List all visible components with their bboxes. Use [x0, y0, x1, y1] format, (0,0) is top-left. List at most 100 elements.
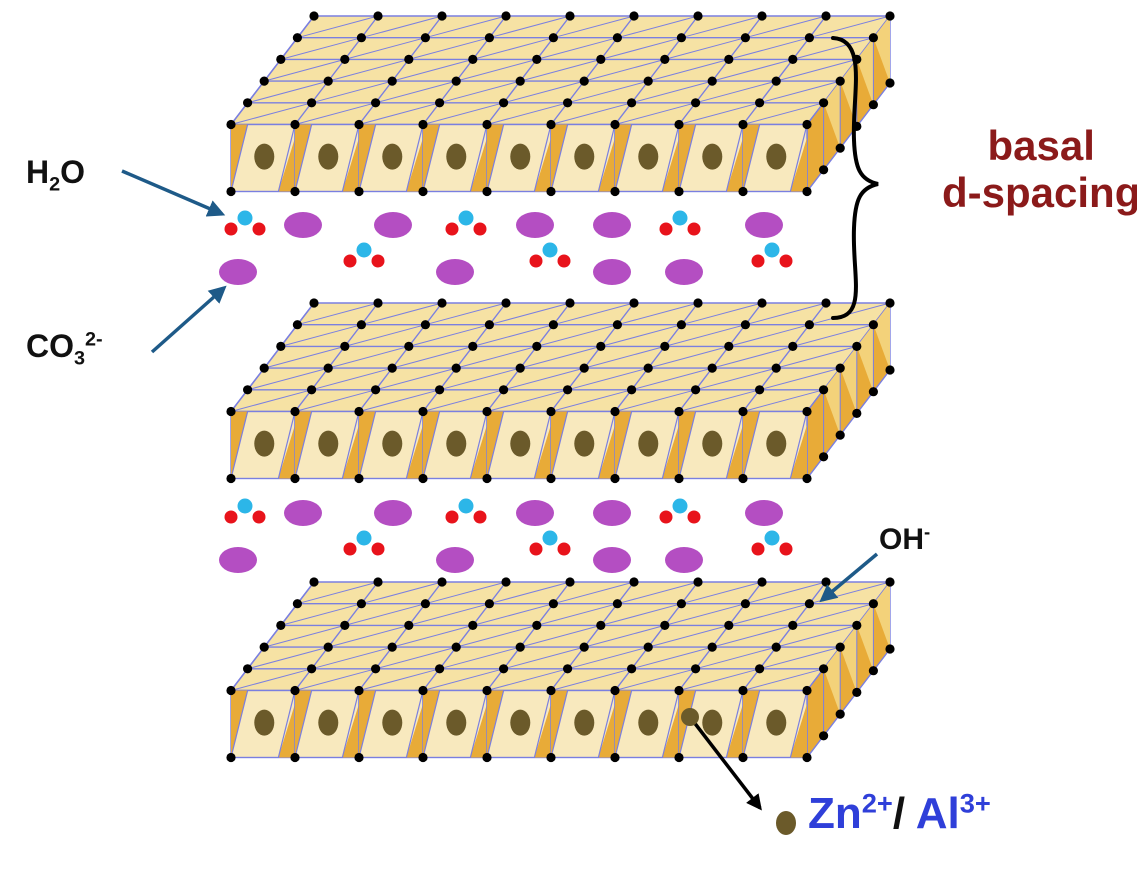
hydroxide-vertex	[563, 664, 573, 674]
layer-grid-diagonal	[664, 37, 746, 60]
octahedron-edge	[597, 124, 616, 192]
octahedron-shade	[470, 424, 487, 479]
layer-grid-diagonal	[809, 15, 891, 39]
water-oxygen-atom	[237, 498, 253, 514]
hydroxide-vertex	[292, 599, 302, 609]
layer-grid-diagonal	[297, 302, 379, 326]
carbonate-ion-icon	[219, 547, 257, 573]
water-hydrogen-atom	[445, 222, 459, 236]
hydroxide-vertex	[885, 365, 895, 375]
octahedron-edge	[742, 124, 761, 192]
layer-side-facet	[856, 324, 874, 392]
octahedron-edge	[277, 411, 296, 479]
hydroxide-vertex	[243, 98, 253, 108]
octahedron-shade	[342, 137, 359, 192]
layer-side-facet	[873, 582, 890, 649]
layer-grid-diagonal	[553, 581, 635, 605]
water-hydrogen-atom	[343, 542, 357, 556]
hydroxide-label: OH-	[879, 521, 931, 556]
hydroxide-vertex	[868, 666, 879, 676]
hydroxide-vertex	[757, 577, 767, 587]
hydroxide-vertex	[484, 320, 494, 330]
layer-grid-diagonal	[264, 58, 345, 82]
octahedron-edge	[341, 124, 360, 192]
hydroxide-vertex	[660, 620, 670, 631]
layer-grid-diagonal	[520, 58, 601, 82]
layer-grid-diagonal	[294, 668, 376, 691]
curly-brace-icon	[831, 36, 879, 320]
metal-cation-icon	[702, 143, 723, 170]
octahedron-edge	[294, 124, 313, 192]
metal-cation-icon	[382, 709, 403, 736]
hydroxide-vertex	[501, 577, 511, 587]
hydroxide-vertex	[674, 752, 684, 763]
octahedron-shade	[342, 703, 359, 758]
carbonate-ion-icon	[593, 212, 631, 238]
hydroxide-vertex	[371, 385, 381, 395]
hydroxide-vertex	[290, 186, 300, 197]
hydroxide-vertex	[738, 685, 748, 696]
hydroxide-vertex	[771, 363, 781, 373]
hydroxide-vertex	[676, 33, 687, 43]
hydroxide-vertex	[420, 33, 430, 43]
layer-grid-diagonal	[776, 624, 857, 648]
water-hydrogen-atom	[779, 254, 793, 268]
octahedron-shade	[534, 424, 551, 479]
octahedron-edge	[661, 411, 680, 479]
hydroxide-vertex	[307, 98, 317, 108]
layer-grid-diagonal	[600, 603, 682, 626]
layer-grid-diagonal	[648, 58, 729, 82]
hydroxide-vertex	[691, 385, 701, 395]
hydroxide-vertex	[740, 599, 751, 609]
hydroxide-vertex	[482, 186, 492, 197]
hydroxide-vertex	[755, 664, 765, 674]
layer-grid-diagonal	[536, 603, 618, 626]
carbonate-ion-icon	[374, 212, 412, 238]
hydroxide-vertex	[771, 76, 781, 86]
hydroxide-vertex	[482, 119, 492, 130]
octahedron-shade	[598, 424, 615, 479]
layer-side-facet	[840, 346, 857, 414]
hydroxide-vertex	[819, 452, 829, 462]
hydroxide-vertex	[643, 76, 653, 86]
water-oxygen-atom	[237, 210, 253, 226]
octahedron-shade	[406, 424, 423, 479]
water-molecule-icon	[343, 242, 385, 268]
hydroxide-vertex	[788, 341, 798, 351]
octahedron-edge	[405, 411, 424, 479]
hydroxide-vertex	[835, 709, 845, 719]
hydroxide-vertex	[835, 363, 845, 373]
hydroxide-vertex	[802, 473, 812, 484]
octahedron-shade	[470, 137, 487, 192]
layer-grid-diagonal	[425, 302, 507, 326]
layer-grid-diagonal	[422, 668, 504, 691]
metal-cation-icon	[254, 430, 275, 457]
water-molecule-icon	[529, 530, 571, 556]
hydroxide-vertex	[309, 298, 319, 308]
hydroxide-vertex	[226, 752, 236, 763]
hydroxide-vertex	[804, 33, 815, 43]
layer-grid-diagonal	[742, 389, 824, 412]
hydroxide-vertex	[323, 642, 333, 652]
octahedron-edge	[405, 124, 424, 192]
hydroxide-vertex	[482, 685, 492, 696]
hydroxide-vertex	[885, 298, 895, 308]
hydroxide-vertex	[819, 664, 829, 674]
hydroxide-vertex	[451, 363, 461, 373]
octahedron-edge	[341, 411, 360, 479]
hydroxide-vertex	[387, 363, 397, 373]
octahedron-edge	[550, 690, 569, 758]
octahedron-shade	[534, 703, 551, 758]
layer-grid-diagonal	[280, 603, 362, 626]
octahedron-edge	[550, 411, 569, 479]
octahedron-shade	[342, 424, 359, 479]
carbonate-label: CO32-	[26, 328, 103, 370]
hydroxide-vertex	[788, 54, 798, 64]
hydroxide-vertex	[499, 664, 509, 674]
hydroxide-vertex	[676, 599, 687, 609]
octahedron-edge	[533, 124, 552, 192]
basal-label-line1: basal	[987, 122, 1095, 169]
hydroxide-vertex	[740, 320, 751, 330]
octahedron-edge	[614, 124, 633, 192]
hydroxide-vertex	[404, 620, 414, 631]
